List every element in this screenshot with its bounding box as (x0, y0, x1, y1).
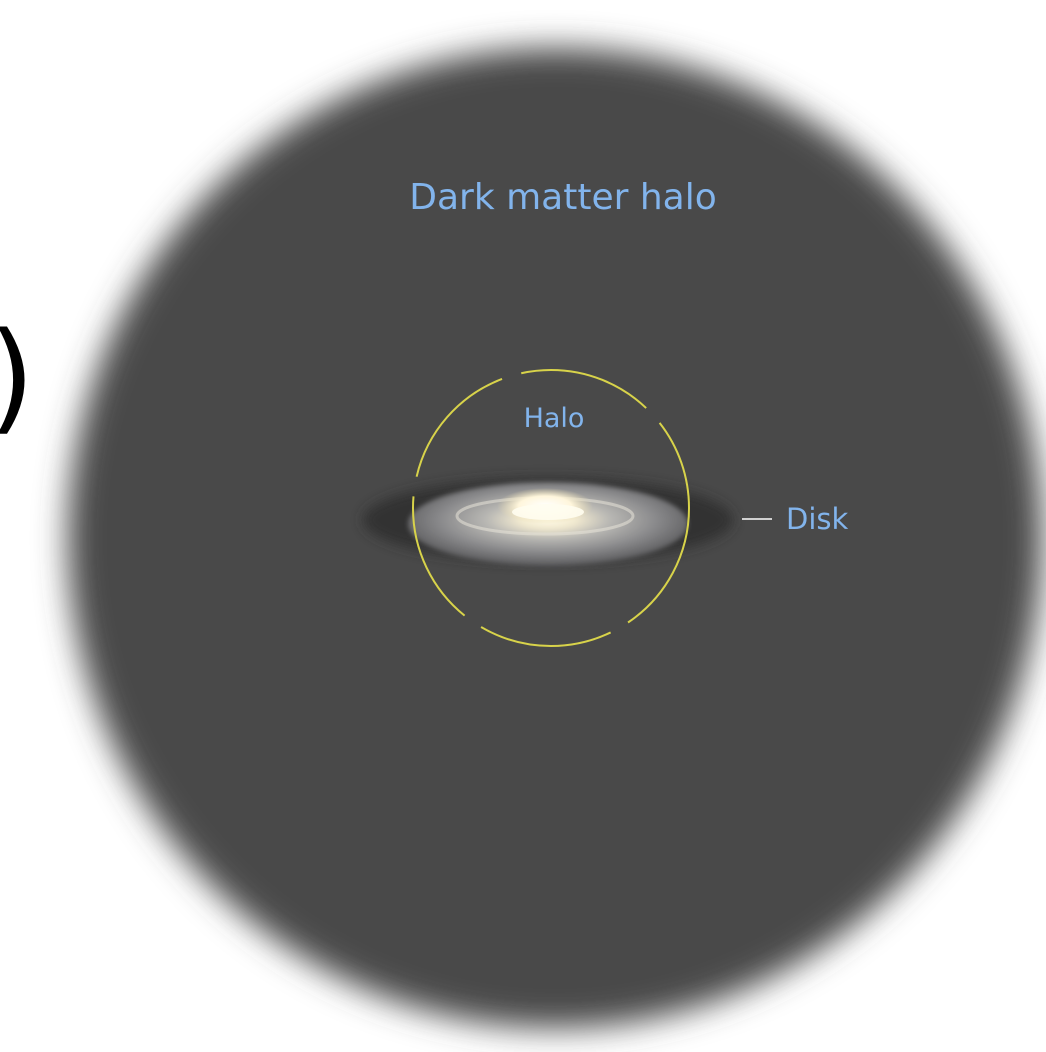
stellar-halo-outline (412, 369, 690, 647)
disk-label: Disk (786, 502, 848, 536)
disk-bar (512, 504, 584, 520)
dark-matter-halo-label: Dark matter halo (409, 177, 717, 218)
cropped-parenthesis-glyph: ) (0, 318, 35, 438)
stellar-halo-label: Halo (524, 403, 585, 434)
